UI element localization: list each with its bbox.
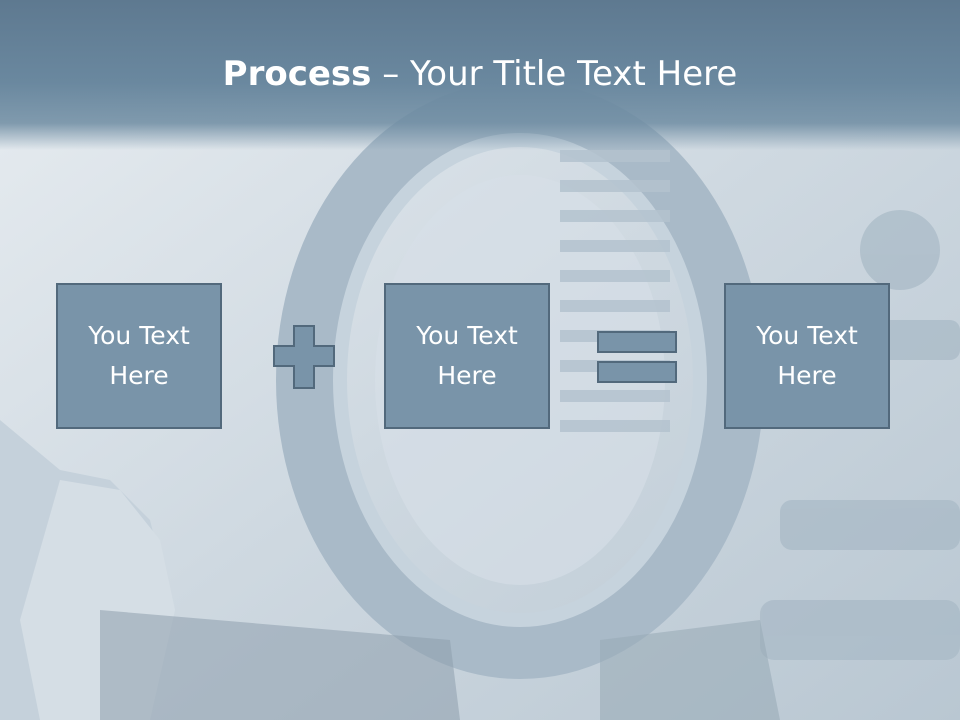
slide-title: Process – Your Title Text Here bbox=[0, 52, 960, 96]
process-box-label: You Text Here bbox=[88, 321, 190, 390]
process-box-label: You Text Here bbox=[416, 321, 518, 390]
equals-icon bbox=[597, 331, 677, 383]
process-box-3[interactable]: You Text Here bbox=[724, 283, 890, 429]
process-box-1[interactable]: You Text Here bbox=[56, 283, 222, 429]
title-bold-text: Process bbox=[222, 54, 372, 94]
title-dash: – bbox=[371, 54, 411, 94]
process-box-2[interactable]: You Text Here bbox=[384, 283, 550, 429]
process-box-label: You Text Here bbox=[756, 321, 858, 390]
plus-icon bbox=[273, 325, 335, 389]
title-rest-text: Your Title Text Here bbox=[410, 54, 738, 94]
title-band bbox=[0, 0, 960, 150]
